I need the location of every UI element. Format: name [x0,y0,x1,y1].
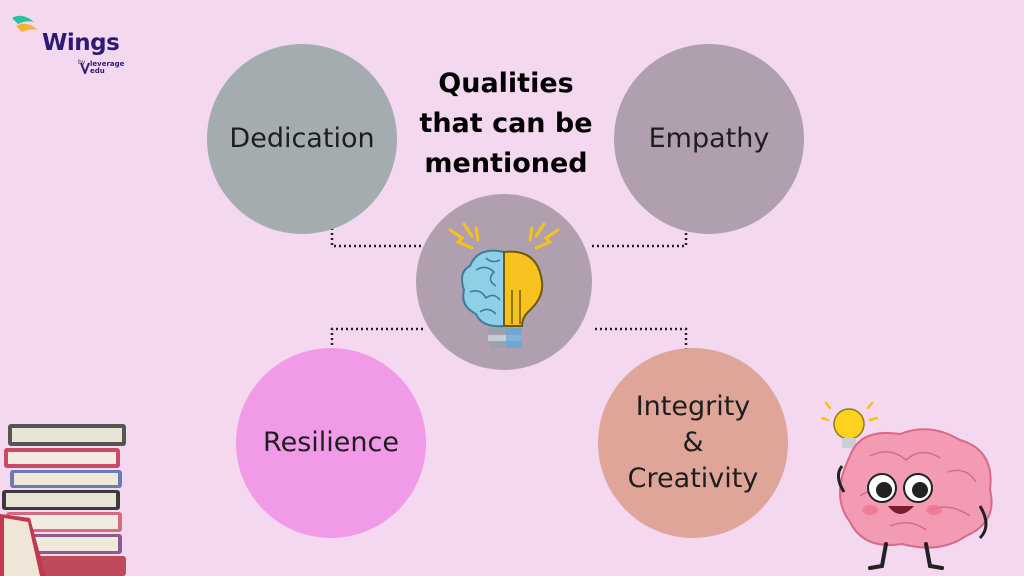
connector-resilience [330,327,424,350]
quality-label: Resilience [263,427,399,458]
connector-empathy [592,228,688,248]
logo-brand: leverage edu [90,60,125,75]
lightbulb-icon [820,401,879,448]
brain-character-icon [837,428,993,570]
quality-empathy: Empathy [614,44,804,234]
quality-label: Dedication [229,123,375,154]
leverage-edu-icon [80,62,90,74]
quality-label: Empathy [648,123,770,154]
quality-resilience: Resilience [236,348,426,538]
book-stack-icon [0,424,126,576]
connector-integrity [592,327,688,350]
logo-by: by [78,59,86,66]
brain-bulb-icon [448,222,560,348]
quality-label: Integrity & Creativity [627,391,759,494]
diagram-title: Qualities that can be mentioned [419,68,593,179]
center-hub [416,194,592,370]
logo-wordmark: Wings [42,30,120,56]
wings-logo: Wings by leverage edu [10,12,124,75]
connector-dedication [330,228,424,248]
wings-swoosh-icon [12,15,38,32]
quality-dedication: Dedication [207,44,397,234]
quality-integrity-creativity: Integrity & Creativity [598,348,788,538]
